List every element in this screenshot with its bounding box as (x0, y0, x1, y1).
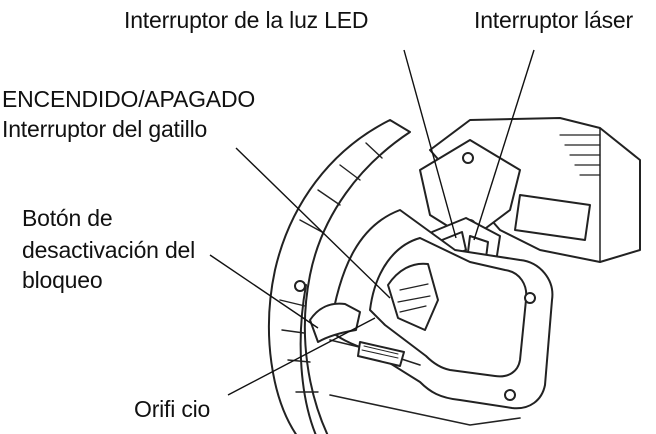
trigger (387, 262, 439, 331)
label-laser-switch: Interruptor láser (474, 7, 633, 33)
label-orifice: Orifi cio (134, 396, 211, 422)
leader-trigger (235, 147, 391, 299)
leader-orifice (227, 317, 376, 396)
leader-laser-switch (473, 49, 535, 241)
label-on-off-title: ENCENDIDO/APAGADO (2, 86, 256, 112)
switch-housing (419, 139, 521, 241)
label-trigger-switch: Interruptor del gatillo (2, 116, 208, 142)
label-led-switch: Interruptor de la luz LED (124, 7, 369, 33)
label-lock-off-line2: desactivación del (22, 237, 196, 263)
leader-led-switch (403, 49, 457, 239)
label-lock-off-line1: Botón de (22, 205, 113, 231)
lock-off-button (309, 302, 361, 343)
label-lock-off-line3: bloqueo (22, 267, 103, 293)
leader-lock-off (209, 254, 319, 329)
